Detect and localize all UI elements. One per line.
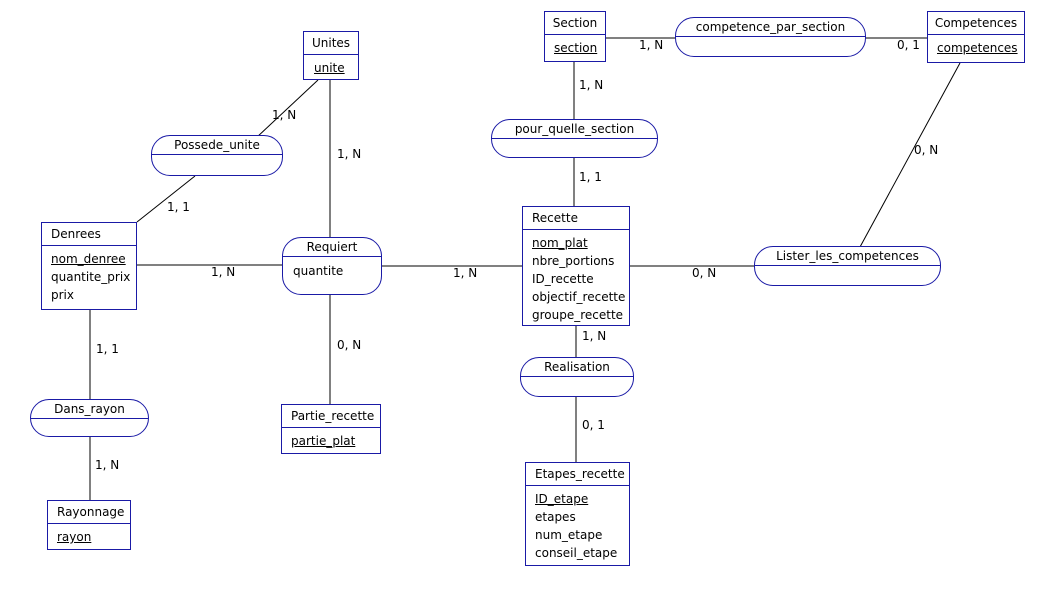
association-title: Lister_les_competences	[755, 247, 940, 266]
entity-attribute: objectif_recette	[532, 290, 626, 304]
entity-recette[interactable]: Recette nom_plat nbre_portions ID_recett…	[522, 206, 630, 326]
cardinality-rayonnage-dans-rayon: 1, N	[95, 458, 120, 472]
entity-attribute: etapes	[535, 510, 576, 524]
entity-title: Partie_recette	[282, 405, 380, 428]
association-possede-unite[interactable]: Possede_unite	[151, 135, 283, 176]
entity-section[interactable]: Section section	[544, 11, 606, 62]
cardinality-unites-requiert: 1, N	[337, 147, 362, 161]
entity-title: Section	[545, 12, 605, 35]
entity-title: Recette	[523, 207, 629, 230]
cardinality-denrees-possede: 1, 1	[167, 200, 190, 214]
association-title: pour_quelle_section	[492, 120, 657, 139]
cardinality-recette-pour: 1, 1	[579, 170, 602, 184]
association-dans-rayon[interactable]: Dans_rayon	[30, 399, 149, 437]
association-lister-les-competences[interactable]: Lister_les_competences	[754, 246, 941, 286]
association-title: Requiert	[283, 238, 381, 257]
entity-key-attribute: nom_plat	[532, 236, 588, 250]
cardinality-partie-requiert: 0, N	[337, 338, 362, 352]
entity-denrees[interactable]: Denrees nom_denree quantite_prix prix	[41, 222, 137, 310]
entity-title: Denrees	[42, 223, 136, 246]
entity-title: Rayonnage	[48, 501, 130, 524]
entity-attribute: ID_recette	[532, 272, 594, 286]
entity-key-attribute: nom_denree	[51, 252, 126, 266]
association-title: Dans_rayon	[31, 400, 148, 419]
cardinality-recette-realisation: 1, N	[582, 329, 607, 343]
entity-key-attribute: rayon	[57, 530, 92, 544]
entity-competences[interactable]: Competences competences	[927, 11, 1025, 63]
entity-unites[interactable]: Unites unite	[303, 31, 359, 80]
entity-attribute: nbre_portions	[532, 254, 615, 268]
entity-key-attribute: section	[554, 41, 598, 55]
cardinality-unites-possede: 1, N	[272, 108, 297, 122]
association-pour-quelle-section[interactable]: pour_quelle_section	[491, 119, 658, 158]
entity-key-attribute: partie_plat	[291, 434, 356, 448]
cardinality-competences-lister: 0, N	[914, 143, 939, 157]
cardinality-section-competence: 1, N	[639, 38, 664, 52]
link-possede-denrees	[136, 175, 196, 223]
association-realisation[interactable]: Realisation	[520, 357, 634, 397]
entity-title: Etapes_recette	[526, 463, 629, 486]
entity-title: Unites	[304, 32, 358, 55]
entity-key-attribute: ID_etape	[535, 492, 589, 506]
link-competences-lister	[859, 62, 961, 248]
link-unites-possede	[255, 79, 319, 139]
association-title: competence_par_section	[676, 18, 865, 37]
entity-attribute: quantite_prix	[51, 270, 131, 284]
entity-rayonnage[interactable]: Rayonnage rayon	[47, 500, 131, 550]
association-title: Possede_unite	[152, 136, 282, 155]
cardinality-section-pour: 1, N	[579, 78, 604, 92]
entity-key-attribute: unite	[314, 61, 345, 75]
entity-partie-recette[interactable]: Partie_recette partie_plat	[281, 404, 381, 454]
association-attribute: quantite	[293, 264, 344, 278]
entity-key-attribute: competences	[937, 41, 1018, 55]
cardinality-competences-competence: 0, 1	[897, 38, 920, 52]
cardinality-etapes-realisation: 0, 1	[582, 418, 605, 432]
entity-etapes-recette[interactable]: Etapes_recette ID_etape etapes num_etape…	[525, 462, 630, 566]
cardinality-denrees-requiert: 1, N	[211, 265, 236, 279]
entity-attribute: num_etape	[535, 528, 603, 542]
cardinality-recette-requiert: 1, N	[453, 266, 478, 280]
association-requiert[interactable]: Requiert quantite	[282, 237, 382, 295]
entity-attribute: prix	[51, 288, 74, 302]
cardinality-recette-lister: 0, N	[692, 266, 717, 280]
entity-attribute: conseil_etape	[535, 546, 618, 560]
association-competence-par-section[interactable]: competence_par_section	[675, 17, 866, 57]
entity-title: Competences	[928, 12, 1024, 35]
entity-attribute: groupe_recette	[532, 308, 624, 322]
association-title: Realisation	[521, 358, 633, 377]
cardinality-denrees-dans-rayon: 1, 1	[96, 342, 119, 356]
